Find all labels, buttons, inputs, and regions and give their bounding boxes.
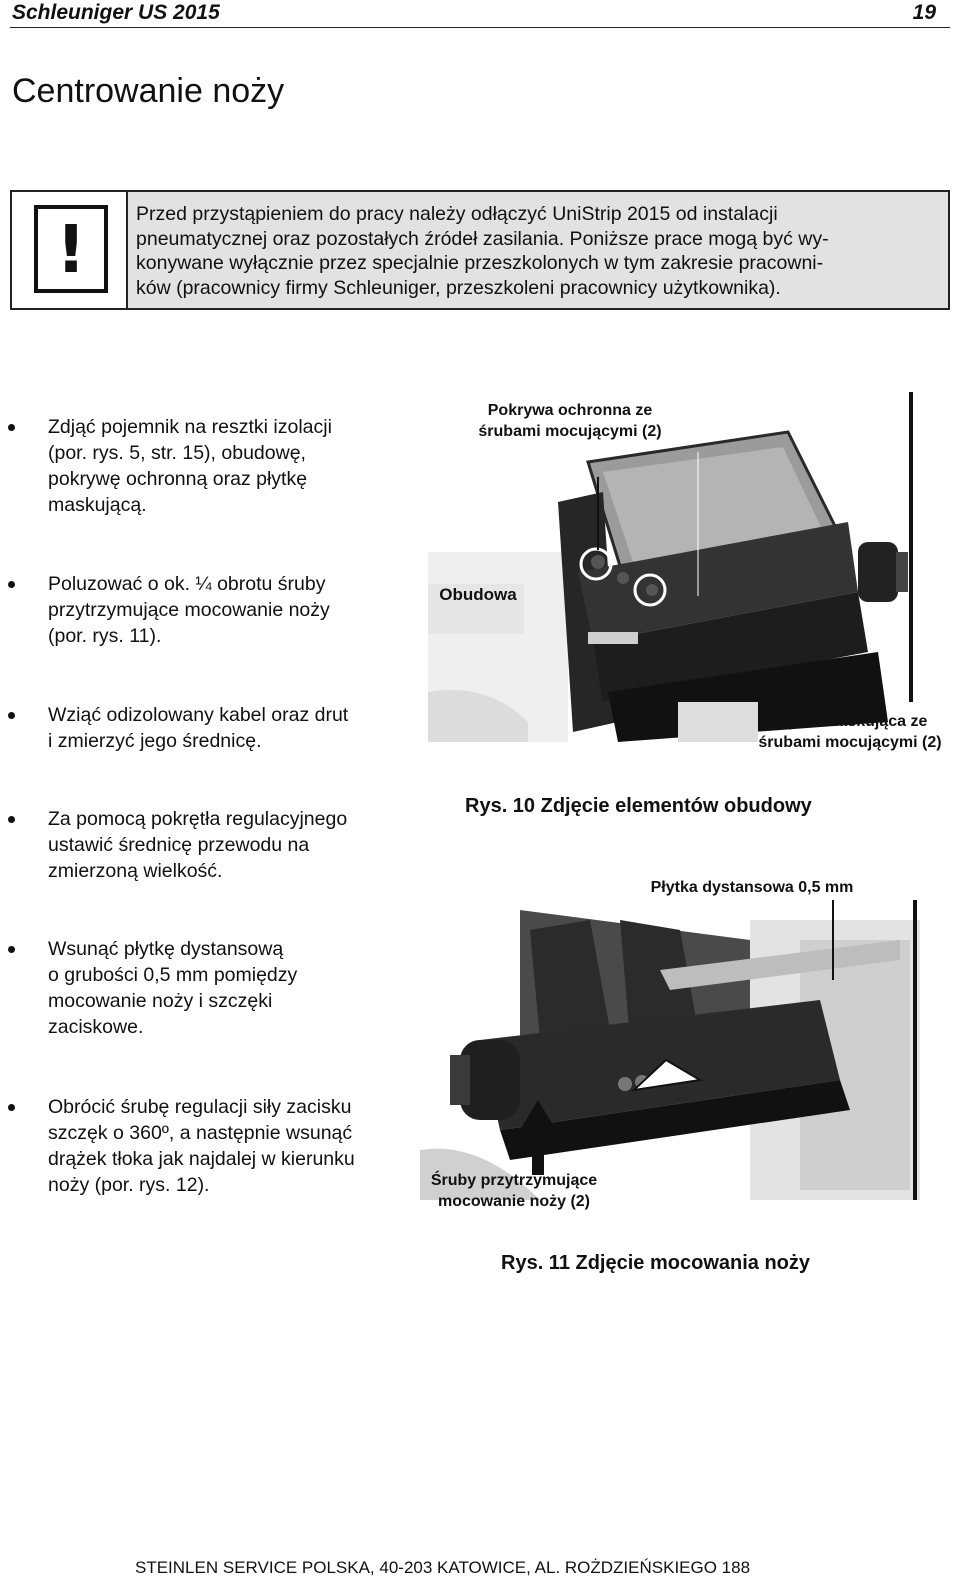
warning-box: ! Przed przystąpieniem do pracy należy o… bbox=[10, 190, 950, 310]
bullet-icon bbox=[8, 946, 15, 953]
exclamation-icon: ! bbox=[34, 205, 108, 293]
document-name: Schleuniger US 2015 bbox=[12, 1, 220, 24]
page-number: 19 bbox=[912, 1, 936, 24]
label-mask-plate: Płytka maskująca ze śrubami mocującymi (… bbox=[758, 713, 942, 751]
housing-photo bbox=[428, 392, 913, 742]
page-footer: STEINLEN SERVICE POLSKA, 40-203 KATOWICE… bbox=[135, 1558, 751, 1577]
bullet-icon bbox=[8, 712, 15, 719]
warning-text: Przed przystąpieniem do pracy należy odł… bbox=[136, 203, 829, 299]
figure-11-caption: Rys. 11 Zdjęcie mocowania noży bbox=[501, 1252, 811, 1274]
label-knife-screws: Śruby przytrzymujące mocowanie noży (2) bbox=[430, 1172, 598, 1210]
page-header: Schleuniger US 2015 19 bbox=[10, 0, 950, 28]
label-cover: Pokrywa ochronna ze śrubami mocującymi (… bbox=[478, 402, 662, 440]
bullet-icon bbox=[8, 816, 15, 823]
page-title: Centrowanie noży bbox=[12, 72, 285, 110]
bullet-icon bbox=[8, 424, 15, 431]
bullet-icon bbox=[8, 1104, 15, 1111]
knife-mount-photo bbox=[420, 900, 920, 1200]
bullet-icon bbox=[8, 581, 15, 588]
label-spacer-plate: Płytka dystansowa 0,5 mm bbox=[650, 879, 854, 896]
label-housing: Obudowa bbox=[439, 585, 517, 604]
warning-icon-cell: ! bbox=[12, 192, 128, 308]
figure-10-caption: Rys. 10 Zdjęcie elementów obudowy bbox=[465, 795, 812, 817]
